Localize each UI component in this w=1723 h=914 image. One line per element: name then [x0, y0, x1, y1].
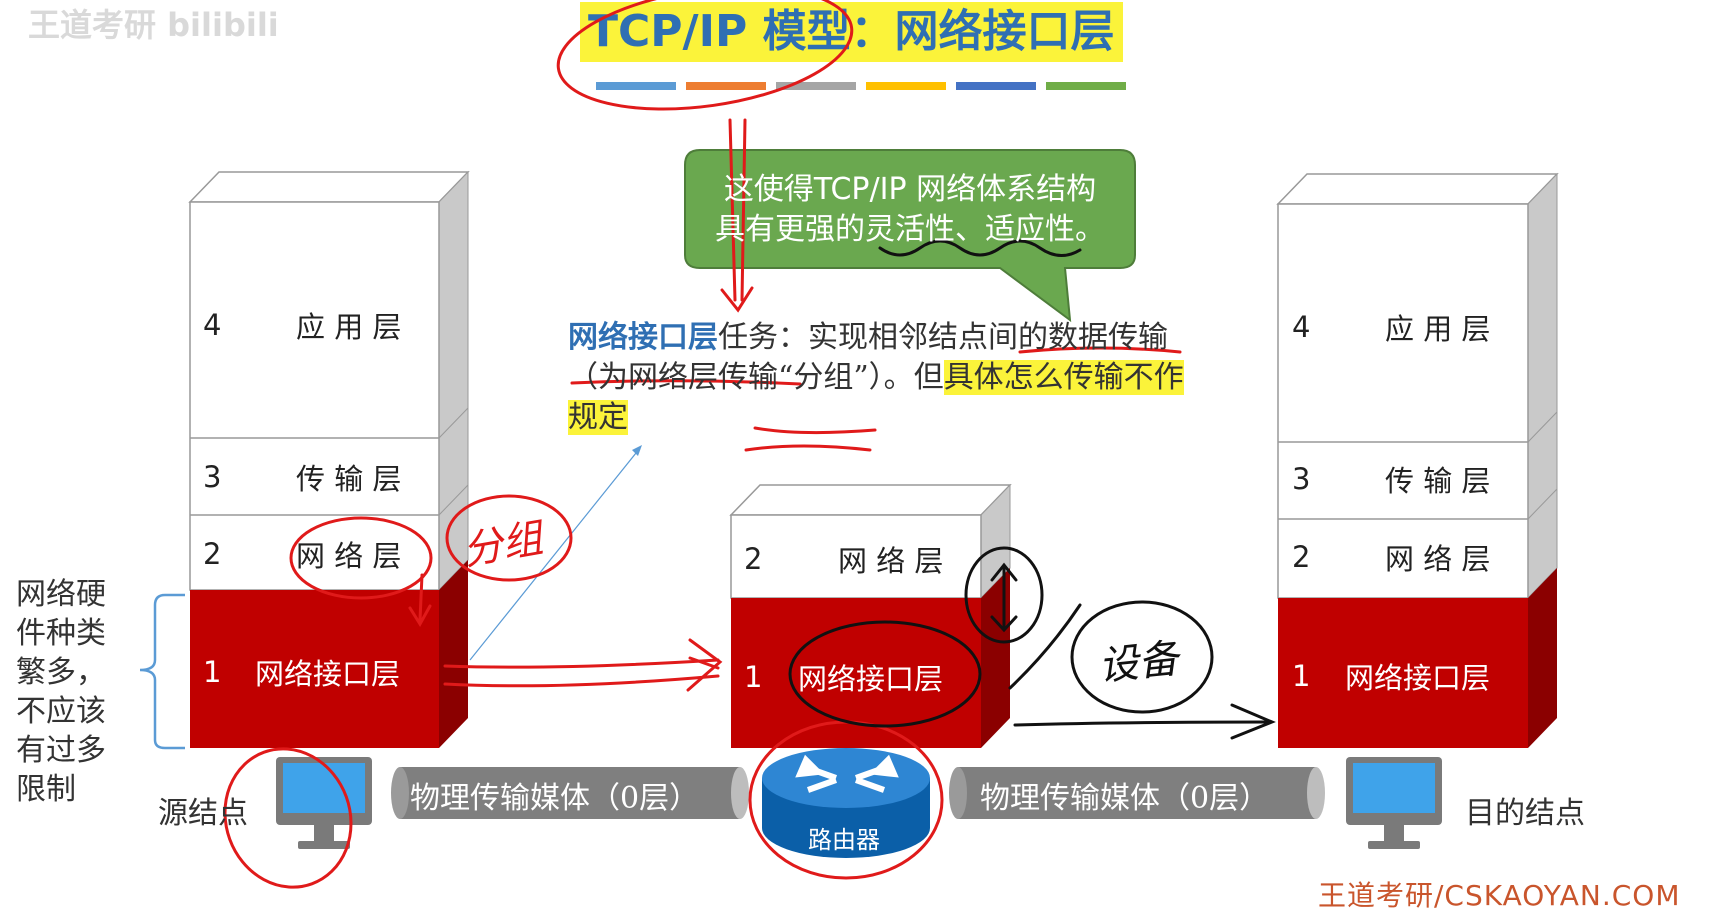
diagram-svg	[139, 0, 1559, 889]
dest-computer-icon	[1346, 757, 1442, 849]
dest-layer-stack	[1276, 172, 1559, 748]
dest-layer-2-name: 网 络 层	[1385, 542, 1491, 576]
task-description: 网络接口层任务：实现相邻结点间的数据传输（为网络层传输“分组”）。但具体怎么传输…	[568, 318, 1188, 438]
source-layer-3-num: 3	[203, 460, 222, 494]
source-layer-2-name: 网 络 层	[296, 539, 402, 573]
router-layer-2-num: 2	[744, 542, 763, 576]
title-color-bar	[956, 82, 1036, 90]
footer-watermark: 王道考研/CSKAOYAN.COM	[1318, 879, 1681, 912]
ink-annotations-black	[788, 239, 1276, 740]
speech-bubble	[684, 149, 1136, 323]
title-color-bar	[776, 82, 856, 90]
title-color-bar	[596, 82, 676, 90]
source-layer-1-num: 1	[203, 655, 222, 689]
slide-canvas: 王道考研 bilibili TCP/IP 模型：网络接口层	[16, 0, 1679, 912]
dest-layer-3-num: 3	[1292, 462, 1311, 496]
dest-layer-3-name: 传 输 层	[1385, 464, 1491, 498]
speech-bubble-text: 这使得TCP/IP 网络体系结构 具有更强的灵活性、适应性。	[690, 170, 1130, 250]
dest-layer-2-num: 2	[1292, 540, 1311, 574]
router-layer-stack	[729, 483, 1012, 748]
source-node-label: 源结点	[158, 796, 248, 831]
dest-layer-1-num: 1	[1292, 659, 1311, 693]
router-layer-1-num: 1	[744, 660, 763, 694]
bubble-line-1: 这使得TCP/IP 网络体系结构	[723, 172, 1097, 207]
title-color-bar	[686, 82, 766, 90]
source-layer-1-name: 网络接口层	[255, 657, 401, 691]
right-media-cylinder	[949, 767, 1325, 819]
left-media-cylinder	[391, 767, 749, 819]
right-media-label: 物理传输媒体（0层）	[980, 781, 1270, 816]
title-color-bar	[1046, 82, 1126, 90]
source-layer-4-name: 应 用 层	[296, 310, 402, 344]
router-device-icon	[762, 748, 930, 858]
bilibili-logo: 王道考研 bilibili	[28, 6, 279, 44]
bubble-line-2: 具有更强的灵活性、适应性。	[715, 212, 1105, 247]
left-media-label: 物理传输媒体（0层）	[410, 781, 700, 816]
dest-layer-1-name: 网络接口层	[1345, 661, 1491, 695]
router-label: 路由器	[808, 826, 880, 854]
source-computer-icon	[276, 757, 372, 849]
source-layer-2-num: 2	[203, 537, 222, 571]
handwritten-shebei: 设备	[1096, 635, 1181, 691]
title-color-bar	[866, 82, 946, 90]
task-keyword: 网络接口层	[568, 320, 718, 355]
router-layer-2-name: 网 络 层	[838, 544, 944, 578]
side-note-bracket	[139, 593, 185, 750]
router-layer-1-name: 网络接口层	[798, 662, 944, 696]
dest-node-label: 目的结点	[1465, 796, 1585, 831]
dest-layer-4-name: 应 用 层	[1385, 312, 1491, 346]
ink-annotations	[223, 0, 1182, 889]
source-layer-4-num: 4	[203, 308, 222, 342]
side-note: 网络硬件种类繁多，不应该有过多限制	[16, 577, 106, 807]
task-text: 任务：实现相邻结点间的数据传输（为网络层传输“分组”）。但	[568, 320, 1168, 395]
source-layer-3-name: 传 输 层	[296, 462, 402, 496]
dest-layer-4-num: 4	[1292, 310, 1311, 344]
